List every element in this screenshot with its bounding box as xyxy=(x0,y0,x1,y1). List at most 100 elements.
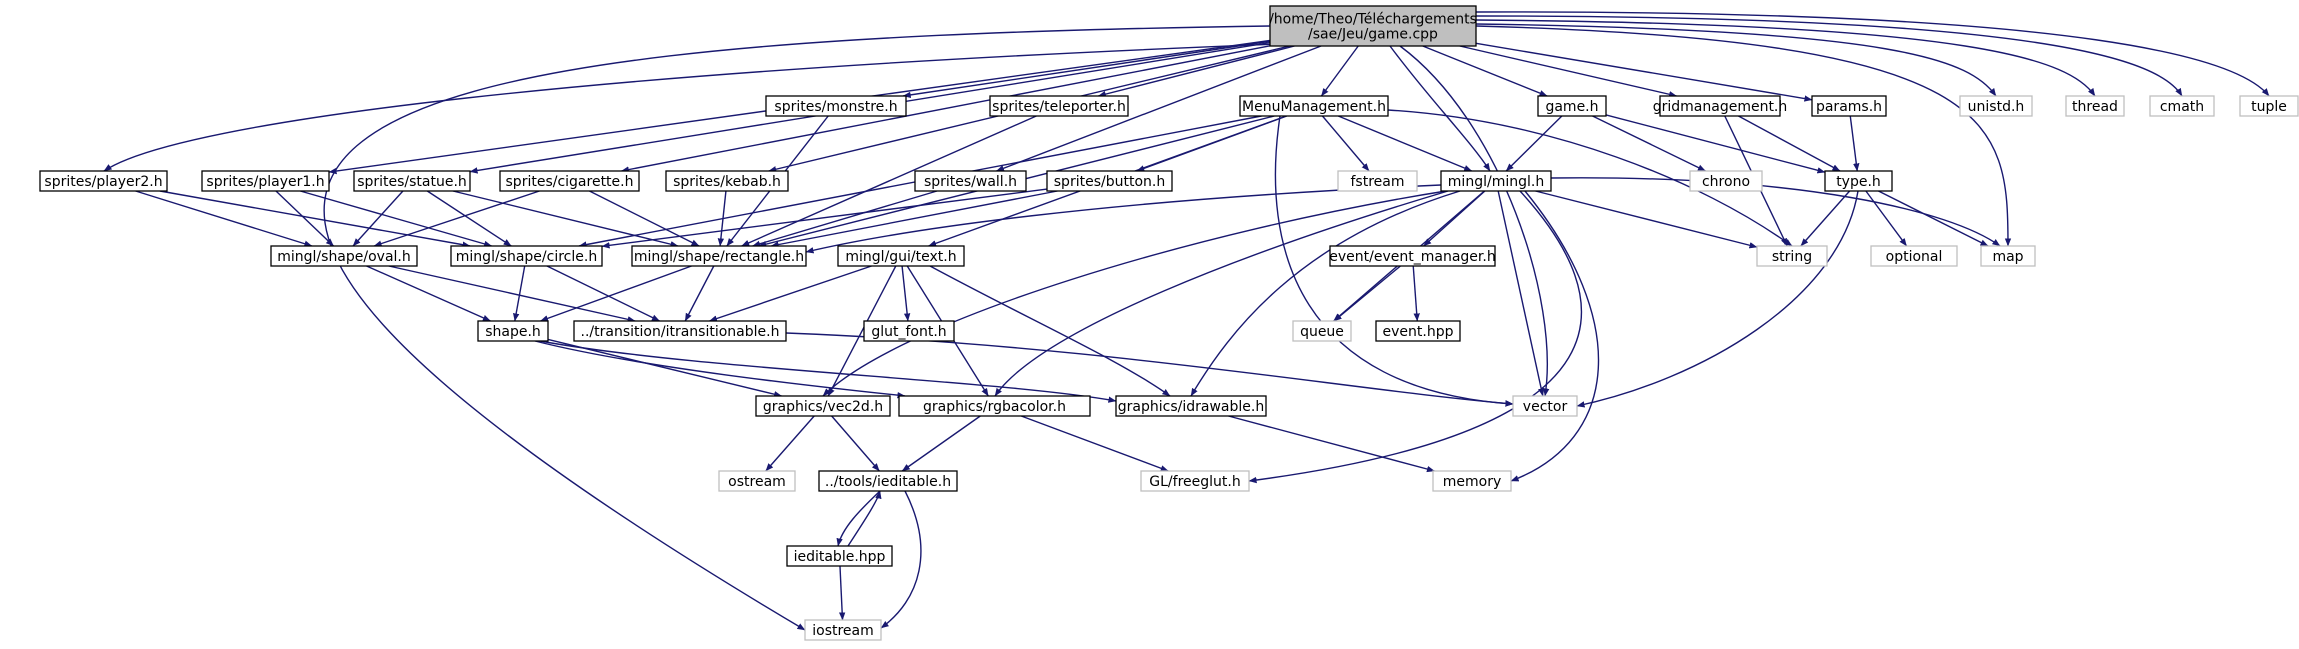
edge-root-to-map xyxy=(1475,25,2012,247)
edge-rectangle-to-shape_h xyxy=(540,265,692,322)
edge-root-to-tuple xyxy=(1475,11,2270,97)
node-queue: queue xyxy=(1292,320,1352,342)
edge-sprites_statue-to-rectangle xyxy=(452,190,679,248)
node-box xyxy=(1292,320,1352,342)
node-label: event/event_manager.h xyxy=(1329,249,1495,265)
node-event_hpp[interactable]: event.hpp xyxy=(1375,320,1461,342)
edge-gui_text-to-glut_font xyxy=(901,265,911,322)
node-sprites_cigarette[interactable]: sprites/cigarette.h xyxy=(499,170,640,192)
node-box xyxy=(898,395,1091,417)
node-freeglut: GL/freeglut.h xyxy=(1140,470,1250,492)
node-sprites_kebab[interactable]: sprites/kebab.h xyxy=(665,170,789,192)
node-label: thread xyxy=(2072,99,2118,115)
edge-gui_text-to-idrawable xyxy=(929,265,1171,397)
node-label: sprites/kebab.h xyxy=(673,174,781,190)
node-event_manager[interactable]: event/event_manager.h xyxy=(1329,245,1496,267)
node-box xyxy=(765,95,907,117)
node-sprites_statue[interactable]: sprites/statue.h xyxy=(353,170,471,192)
node-sprites_player2[interactable]: sprites/player2.h xyxy=(39,170,168,192)
edge-ieditable_hpp-to-iostream xyxy=(838,565,846,621)
node-params[interactable]: params.h xyxy=(1811,95,1887,117)
node-fstream: fstream xyxy=(1337,170,1418,192)
edge-root-to-sprites_player2 xyxy=(103,43,1281,172)
edge-root-to-vector xyxy=(1399,45,1550,397)
node-label: gridmanagement.h xyxy=(1653,99,1788,115)
node-root[interactable]: /home/Theo/Téléchargements/sae/Jeu/game.… xyxy=(1269,5,1477,47)
node-circle[interactable]: mingl/shape/circle.h xyxy=(450,245,603,267)
node-box xyxy=(1512,395,1578,417)
edge-ieditable_h-to-ieditable_hpp xyxy=(836,490,881,547)
node-label: graphics/vec2d.h xyxy=(763,399,883,415)
edge-root-to-game_h xyxy=(1422,45,1548,97)
edge-root-to-sprites_monstre xyxy=(902,40,1271,99)
node-oval[interactable]: mingl/shape/oval.h xyxy=(270,245,418,267)
edge-mingl_mingl-to-rectangle xyxy=(805,184,1442,254)
edges-layer xyxy=(103,11,2270,631)
edge-mingl_mingl-to-string xyxy=(1535,190,1758,249)
edge-type_h-to-map xyxy=(1878,190,1989,247)
edge-shape_h-to-rgbacolor xyxy=(534,340,906,399)
node-sprites_wall[interactable]: sprites/wall.h xyxy=(914,170,1027,192)
node-mingl_mingl[interactable]: mingl/mingl.h xyxy=(1440,170,1552,192)
node-box xyxy=(863,320,955,342)
node-box xyxy=(665,170,789,192)
edge-gridmanagement-to-type_h xyxy=(1738,115,1841,172)
node-thread: thread xyxy=(2065,95,2125,117)
node-box xyxy=(1689,170,1763,192)
edge-sprites_player2-to-oval xyxy=(135,190,313,247)
node-box xyxy=(1440,170,1552,192)
node-gridmanagement[interactable]: gridmanagement.h xyxy=(1653,95,1788,117)
edge-MenuManagement-to-vector xyxy=(1274,115,1514,407)
node-box xyxy=(1046,170,1173,192)
node-rectangle[interactable]: mingl/shape/rectangle.h xyxy=(631,245,807,267)
node-box xyxy=(786,545,893,567)
node-rgbacolor[interactable]: graphics/rgbacolor.h xyxy=(898,395,1091,417)
node-gui_text[interactable]: mingl/gui/text.h xyxy=(837,245,965,267)
node-ieditable_hpp[interactable]: ieditable.hpp xyxy=(786,545,893,567)
node-sprites_player1[interactable]: sprites/player1.h xyxy=(201,170,330,192)
node-label: chrono xyxy=(1702,174,1750,190)
node-sprites_teleporter[interactable]: sprites/teleporter.h xyxy=(989,95,1129,117)
node-glut_font[interactable]: glut_font.h xyxy=(863,320,955,342)
node-optional: optional xyxy=(1870,245,1958,267)
node-sprites_monstre[interactable]: sprites/monstre.h xyxy=(765,95,907,117)
edge-root-to-mingl_mingl xyxy=(1389,45,1491,172)
node-box xyxy=(477,320,549,342)
node-label: sprites/teleporter.h xyxy=(992,99,1126,115)
node-box xyxy=(1980,245,2036,267)
edge-mingl_mingl-to-memory xyxy=(1510,190,1600,482)
node-label: mingl/shape/circle.h xyxy=(456,249,597,265)
edge-sprites_player2-to-circle xyxy=(159,190,471,248)
node-sprites_button[interactable]: sprites/button.h xyxy=(1046,170,1173,192)
edge-params-to-type_h xyxy=(1849,115,1860,172)
node-box xyxy=(1811,95,1887,117)
edge-root-to-MenuManagement xyxy=(1320,45,1359,97)
edge-mingl_mingl-to-idrawable xyxy=(1190,190,1461,397)
node-box xyxy=(1337,170,1418,192)
edge-mingl_mingl-to-map xyxy=(1550,177,2001,247)
node-type_h[interactable]: type.h xyxy=(1824,170,1893,192)
edge-root-to-thread xyxy=(1475,19,2096,97)
node-label: glut_font.h xyxy=(871,324,946,340)
edge-vec2d-to-ieditable_h xyxy=(831,415,880,472)
edge-sprites_cigarette-to-oval xyxy=(373,190,540,247)
edge-sprites_button-to-rectangle xyxy=(770,190,1058,248)
node-MenuManagement[interactable]: MenuManagement.h xyxy=(1239,95,1389,117)
node-ieditable_h[interactable]: ../tools/ieditable.h xyxy=(818,470,958,492)
edge-mingl_mingl-to-freeglut xyxy=(1248,190,1583,484)
node-shape_h[interactable]: shape.h xyxy=(477,320,549,342)
node-vec2d[interactable]: graphics/vec2d.h xyxy=(755,395,891,417)
node-label: game.h xyxy=(1545,99,1598,115)
edge-oval-to-itransitionable xyxy=(388,265,636,323)
node-box xyxy=(270,245,418,267)
node-label: ../tools/ieditable.h xyxy=(825,474,951,490)
node-idrawable[interactable]: graphics/idrawable.h xyxy=(1115,395,1267,417)
node-box xyxy=(1269,5,1477,47)
node-itransitionable[interactable]: ../transition/itransitionable.h xyxy=(573,320,787,342)
node-box xyxy=(837,245,965,267)
node-label: type.h xyxy=(1836,174,1881,190)
node-box xyxy=(2239,95,2299,117)
edge-root-to-sprites_wall xyxy=(996,45,1322,172)
node-game_h[interactable]: game.h xyxy=(1537,95,1607,117)
